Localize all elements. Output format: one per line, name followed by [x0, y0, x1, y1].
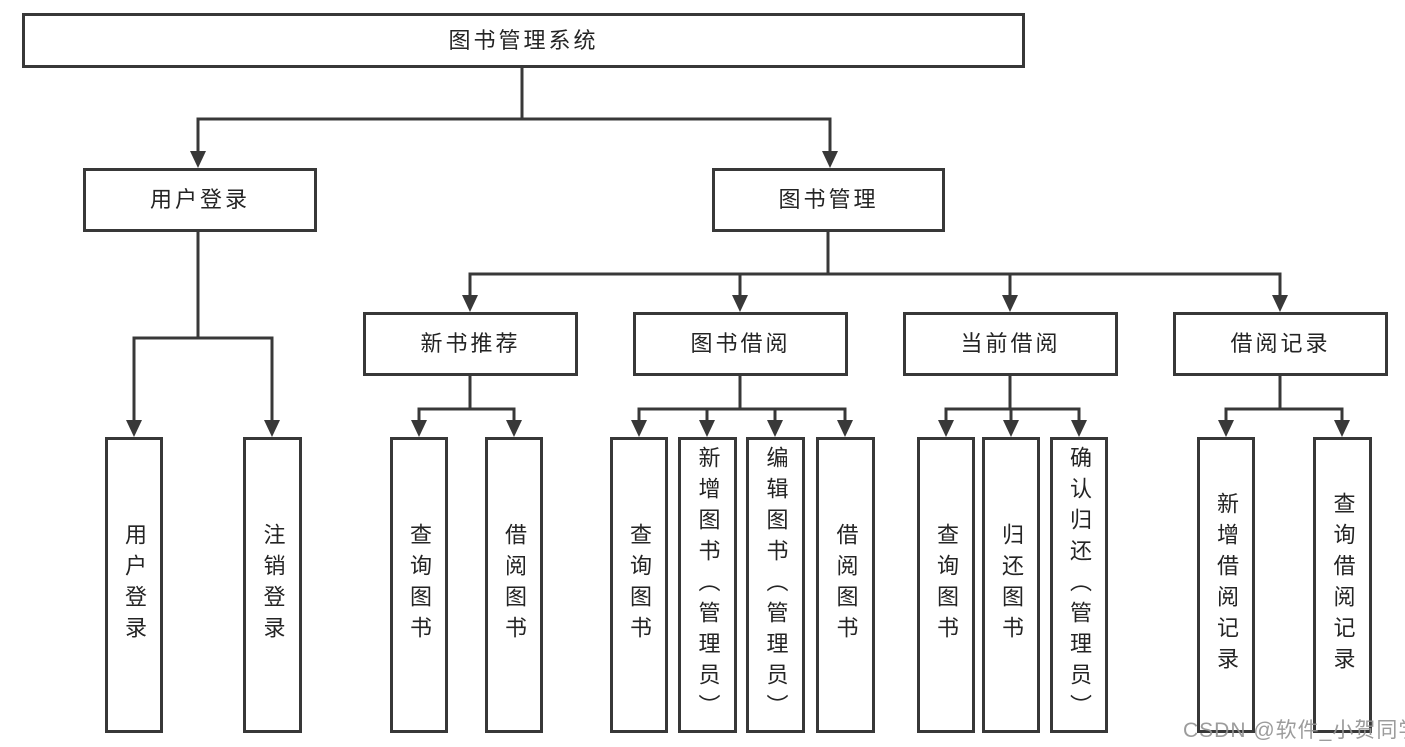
connector-bookborrow-to-leaves — [637, 375, 847, 421]
connector-newbookrec-to-leaves — [417, 375, 516, 421]
arrow-down-icon — [264, 420, 280, 437]
leaf-user-login: 用户登录 — [105, 437, 163, 733]
arrow-down-icon — [506, 420, 522, 437]
leaf-logout: 注销登录 — [243, 437, 302, 733]
leaf-label: 查询图书 — [934, 523, 959, 647]
arrow-down-icon — [1071, 420, 1087, 437]
leaf-label: 查询借阅记录 — [1330, 492, 1356, 678]
node-root-library-system: 图书管理系统 — [22, 13, 1025, 68]
leaf-bb-edit-books-admin: 编辑图书（管理员） — [746, 437, 805, 733]
node-user-login: 用户登录 — [83, 168, 317, 232]
leaf-label: 归还图书 — [999, 523, 1024, 647]
arrow-down-icon — [767, 420, 783, 437]
arrow-down-icon — [837, 420, 853, 437]
leaf-cb-confirm-return-admin: 确认归还（管理员） — [1050, 437, 1108, 733]
arrow-down-icon — [822, 151, 838, 168]
leaf-label: 编辑图书（管理员） — [763, 445, 789, 725]
leaf-nbr-borrow-books: 借阅图书 — [485, 437, 543, 733]
leaf-label: 确认归还（管理员） — [1067, 445, 1092, 725]
leaf-label: 查询图书 — [407, 523, 432, 647]
arrow-down-icon — [1003, 420, 1019, 437]
node-new-book-recommendation: 新书推荐 — [363, 312, 578, 376]
leaf-label: 借阅图书 — [833, 523, 859, 647]
arrow-down-icon — [631, 420, 647, 437]
leaf-bb-query-books: 查询图书 — [610, 437, 668, 733]
connector-userlogin-to-leaves — [132, 231, 274, 421]
leaf-label: 查询图书 — [627, 523, 652, 647]
leaf-label: 借阅图书 — [502, 523, 527, 647]
arrow-down-icon — [126, 420, 142, 437]
leaf-br-add-record: 新增借阅记录 — [1197, 437, 1255, 733]
node-current-borrowing: 当前借阅 — [903, 312, 1118, 376]
arrow-down-icon — [190, 151, 206, 168]
node-book-borrowing: 图书借阅 — [633, 312, 848, 376]
connector-bookmgmt-to-level3 — [468, 230, 1282, 296]
leaf-bb-add-books-admin: 新增图书（管理员） — [678, 437, 737, 733]
arrow-down-icon — [462, 295, 478, 312]
leaf-bb-borrow-books: 借阅图书 — [816, 437, 875, 733]
arrow-down-icon — [1002, 295, 1018, 312]
arrow-down-icon — [1334, 420, 1350, 437]
node-borrowing-records: 借阅记录 — [1173, 312, 1388, 376]
arrow-down-icon — [1218, 420, 1234, 437]
connector-root-to-level2 — [196, 66, 832, 152]
arrow-down-icon — [938, 420, 954, 437]
arrow-down-icon — [1272, 295, 1288, 312]
leaf-cb-query-books: 查询图书 — [917, 437, 975, 733]
leaf-label: 注销登录 — [260, 523, 286, 647]
leaf-label: 新增图书（管理员） — [695, 445, 721, 725]
csdn-watermark: CSDN @软件_小贺同学 — [1183, 719, 1405, 742]
node-book-management: 图书管理 — [712, 168, 945, 232]
leaf-label: 用户登录 — [122, 523, 147, 647]
arrowheads — [126, 151, 1350, 437]
leaf-br-query-record: 查询借阅记录 — [1313, 437, 1372, 733]
arrow-down-icon — [732, 295, 748, 312]
arrow-down-icon — [699, 420, 715, 437]
leaf-label: 新增借阅记录 — [1214, 492, 1239, 678]
leaf-cb-return-books: 归还图书 — [982, 437, 1040, 733]
arrow-down-icon — [411, 420, 427, 437]
connector-currentborrow-to-leaves — [944, 375, 1081, 421]
leaf-nbr-query-books: 查询图书 — [390, 437, 448, 733]
connector-borrowrecords-to-leaves — [1224, 375, 1344, 421]
